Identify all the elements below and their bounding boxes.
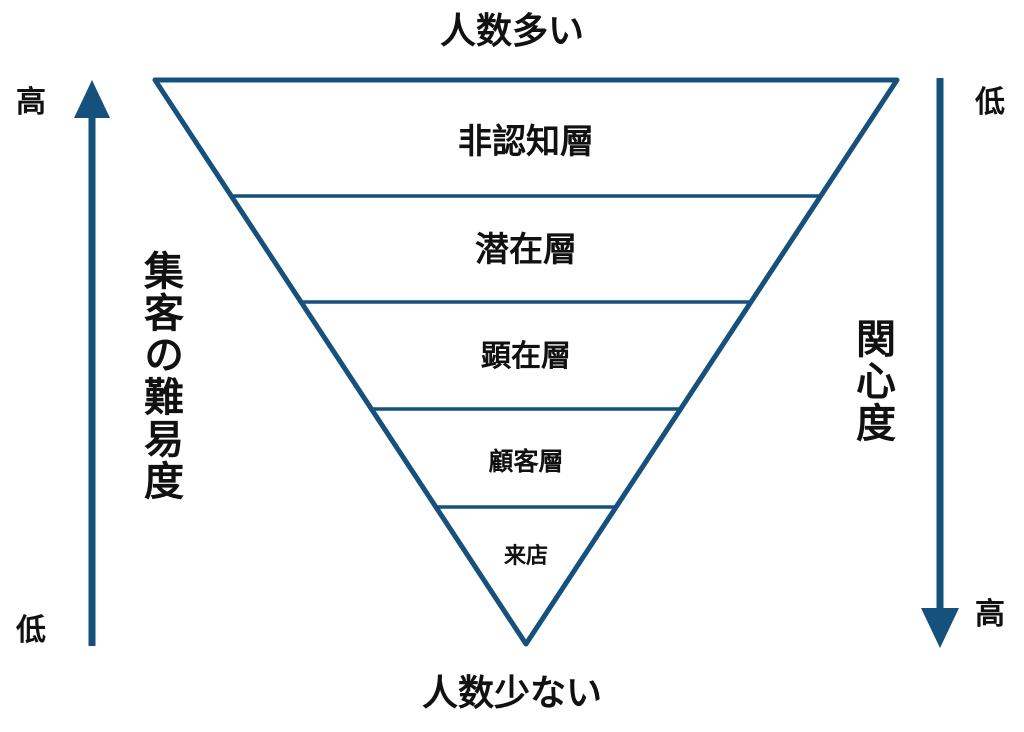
left-axis-title: 集客の難易度: [137, 250, 183, 502]
bottom-label: 人数少ない: [421, 673, 602, 714]
layer-label-4: 顧客層: [488, 447, 564, 476]
right-axis-top-label: 低: [975, 85, 1005, 120]
left-axis-bottom-label: 低: [16, 613, 46, 648]
layer-label-3: 顕在層: [481, 339, 571, 374]
layer-label-2: 潜在層: [475, 230, 577, 270]
left-axis-top-label: 高: [16, 85, 46, 120]
layer-label-5: 来店: [503, 544, 548, 569]
layer-label-1: 非認知層: [458, 122, 594, 162]
funnel-outline: [152, 77, 900, 647]
top-label: 人数多い: [439, 11, 584, 52]
right-axis-bottom-label: 高: [975, 597, 1005, 632]
right-axis-arrow-head: [921, 608, 959, 648]
left-axis-arrow-head: [74, 80, 110, 118]
right-axis-title: 関心度: [849, 318, 895, 444]
